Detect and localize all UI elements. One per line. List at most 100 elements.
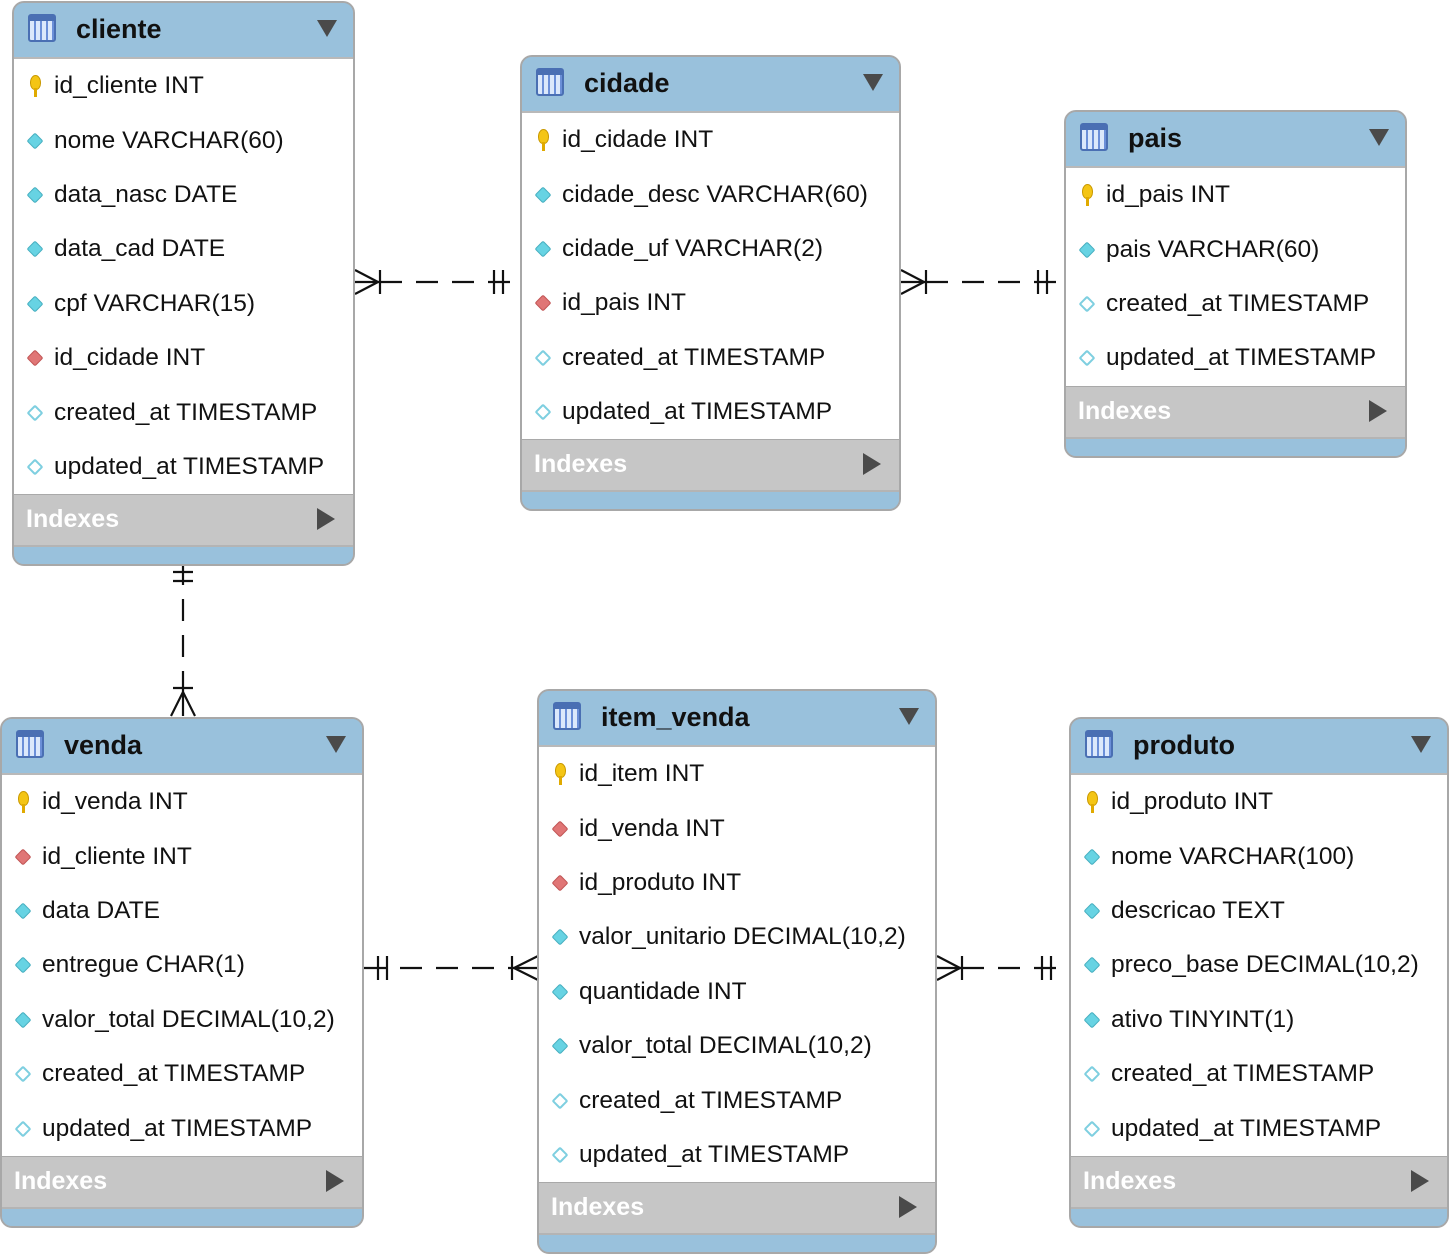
column-name: created_at TIMESTAMP: [1106, 289, 1370, 317]
column-row[interactable]: id_pais INT: [1066, 168, 1405, 222]
column-row[interactable]: valor_unitario DECIMAL(10,2): [539, 910, 935, 964]
column-icon-slot: [532, 292, 554, 314]
expand-arrow-icon[interactable]: [326, 1169, 344, 1192]
column-row[interactable]: ativo TINYINT(1): [1071, 993, 1447, 1047]
table-header[interactable]: item_venda: [539, 691, 935, 747]
column-icon: [1083, 956, 1101, 974]
expand-arrow-icon[interactable]: [899, 1196, 917, 1219]
indexes-section[interactable]: Indexes: [539, 1182, 935, 1236]
collapse-arrow-icon[interactable]: [1411, 736, 1431, 753]
column-icon-slot: [532, 128, 554, 151]
column-icon-slot: [1081, 846, 1103, 868]
indexes-section[interactable]: Indexes: [2, 1155, 362, 1209]
column-row[interactable]: quantidade INT: [539, 965, 935, 1019]
table-header[interactable]: produto: [1071, 719, 1447, 775]
column-row[interactable]: cpf VARCHAR(15): [14, 277, 353, 331]
column-row[interactable]: updated_at TIMESTAMP: [522, 385, 899, 439]
column-row[interactable]: valor_total DECIMAL(10,2): [539, 1019, 935, 1073]
column-name: updated_at TIMESTAMP: [1106, 344, 1377, 372]
column-row[interactable]: id_cliente INT: [14, 59, 353, 113]
column-row[interactable]: nome VARCHAR(60): [14, 113, 353, 167]
column-row[interactable]: data_cad DATE: [14, 222, 353, 276]
column-row[interactable]: id_cidade INT: [14, 331, 353, 385]
column-row[interactable]: id_cidade INT: [522, 113, 899, 167]
column-icon-slot: [12, 1063, 34, 1085]
column-icon-slot: [549, 818, 571, 840]
column-row[interactable]: updated_at TIMESTAMP: [539, 1128, 935, 1182]
column-icon: [1078, 241, 1096, 259]
column-icon-slot: [549, 1035, 571, 1057]
foreign-key-icon: [26, 349, 44, 367]
column-name: id_pais INT: [562, 289, 686, 317]
column-icon-slot: [1076, 293, 1098, 315]
table-icon: [1080, 123, 1108, 151]
column-row[interactable]: id_item INT: [539, 747, 935, 801]
column-name: data_cad DATE: [54, 235, 226, 263]
column-icon-slot: [12, 1118, 34, 1140]
column-row[interactable]: created_at TIMESTAMP: [539, 1073, 935, 1127]
column-row[interactable]: id_produto INT: [1071, 775, 1447, 829]
nullable-column-icon: [26, 404, 44, 422]
column-row[interactable]: updated_at TIMESTAMP: [1071, 1101, 1447, 1155]
expand-arrow-icon[interactable]: [1369, 399, 1387, 422]
indexes-section[interactable]: Indexes: [14, 494, 353, 548]
collapse-arrow-icon[interactable]: [1369, 129, 1389, 146]
column-row[interactable]: data_nasc DATE: [14, 168, 353, 222]
column-row[interactable]: updated_at TIMESTAMP: [14, 440, 353, 494]
column-row[interactable]: updated_at TIMESTAMP: [2, 1101, 362, 1155]
table-header[interactable]: cidade: [522, 57, 899, 113]
collapse-arrow-icon[interactable]: [863, 74, 883, 91]
expand-arrow-icon[interactable]: [863, 453, 881, 476]
table-name: pais: [1128, 123, 1183, 153]
column-row[interactable]: descricao TEXT: [1071, 884, 1447, 938]
column-icon-slot: [1076, 347, 1098, 369]
column-row[interactable]: id_venda INT: [539, 801, 935, 855]
column-row[interactable]: valor_total DECIMAL(10,2): [2, 993, 362, 1047]
column-row[interactable]: created_at TIMESTAMP: [1066, 277, 1405, 331]
collapse-arrow-icon[interactable]: [317, 20, 337, 37]
column-name: cpf VARCHAR(15): [54, 289, 256, 317]
column-row[interactable]: id_venda INT: [2, 775, 362, 829]
column-icon-slot: [532, 347, 554, 369]
column-row[interactable]: created_at TIMESTAMP: [1071, 1047, 1447, 1101]
column-row[interactable]: data DATE: [2, 884, 362, 938]
table-icon: [28, 14, 56, 42]
expand-arrow-icon[interactable]: [1411, 1169, 1429, 1192]
column-icon: [551, 928, 569, 946]
column-icon-slot: [549, 872, 571, 894]
nullable-column-icon: [1083, 1065, 1101, 1083]
column-icon: [26, 186, 44, 204]
column-row[interactable]: nome VARCHAR(100): [1071, 829, 1447, 883]
column-row[interactable]: id_produto INT: [539, 856, 935, 910]
table-header[interactable]: pais: [1066, 112, 1405, 168]
table-header[interactable]: cliente: [14, 3, 353, 59]
table-footer: [539, 1235, 935, 1253]
table-header[interactable]: venda: [2, 719, 362, 775]
collapse-arrow-icon[interactable]: [326, 736, 346, 753]
column-row[interactable]: updated_at TIMESTAMP: [1066, 331, 1405, 385]
column-row[interactable]: id_cliente INT: [2, 829, 362, 883]
column-row[interactable]: pais VARCHAR(60): [1066, 222, 1405, 276]
expand-arrow-icon[interactable]: [317, 508, 335, 531]
indexes-section[interactable]: Indexes: [1071, 1155, 1447, 1209]
column-row[interactable]: created_at TIMESTAMP: [14, 385, 353, 439]
column-row[interactable]: entregue CHAR(1): [2, 938, 362, 992]
column-row[interactable]: created_at TIMESTAMP: [522, 331, 899, 385]
indexes-section[interactable]: Indexes: [1066, 385, 1405, 439]
column-row[interactable]: cidade_desc VARCHAR(60): [522, 167, 899, 221]
indexes-section[interactable]: Indexes: [522, 439, 899, 493]
column-row[interactable]: preco_base DECIMAL(10,2): [1071, 938, 1447, 992]
collapse-arrow-icon[interactable]: [899, 708, 919, 725]
column-row[interactable]: cidade_uf VARCHAR(2): [522, 222, 899, 276]
column-row[interactable]: created_at TIMESTAMP: [2, 1047, 362, 1101]
column-name: id_cliente INT: [42, 842, 192, 870]
column-row[interactable]: id_pais INT: [522, 276, 899, 330]
column-icon-slot: [12, 954, 34, 976]
